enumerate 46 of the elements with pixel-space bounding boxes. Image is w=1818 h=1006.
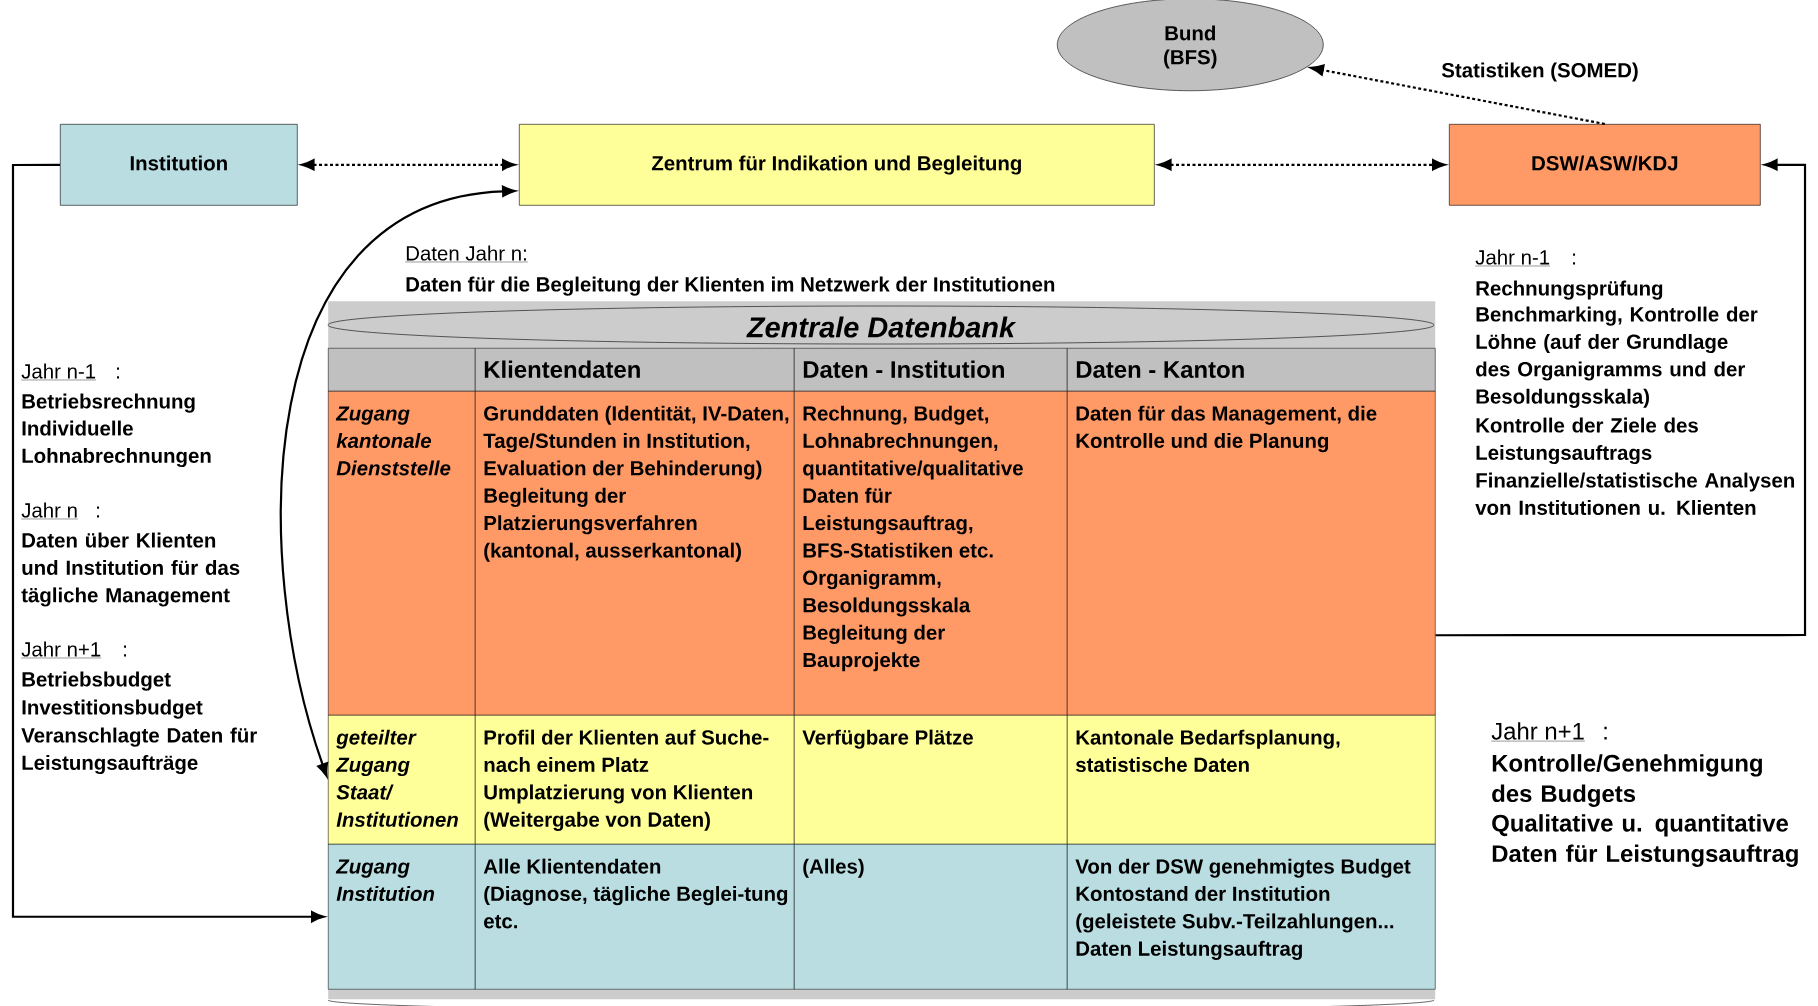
edge-label: Statistiken (SOMED) [1440, 61, 1640, 83]
colon: : [97, 506, 99, 518]
table-cell: Rechnung, Budget, Lohnabrechnungen, quantitative/qualitative Daten für Leistungsauftrag, BFS-Statistiken etc. Organigramm, Besoldungsskala Begleitung der Bauprojekte [794, 391, 1068, 716]
table-cell: Verfügbare Plätze [794, 715, 1068, 845]
year-heading: Jahr n+1 [21, 641, 102, 659]
note-text: Betriebsbudget [22, 671, 171, 691]
colon: : [1573, 253, 1576, 265]
year-heading: Jahr n [21, 502, 79, 520]
table-cell: Von der DSW genehmigtes Budget Kontostand der Institution (geleistete Subv.-Teilzahlungen... Daten Leistungsauftrag [1067, 844, 1436, 990]
entity-box: Zentrum für Indikation und Begleitung [519, 124, 1155, 206]
table-header-cell [328, 348, 476, 392]
entity-box: DSW/ASW/KDJ [1449, 124, 1761, 206]
table-cell: Zugang Institution [328, 844, 476, 990]
note-text: Rechnungsprüfung [1476, 280, 1663, 300]
entity-box: Institution [60, 124, 298, 206]
table-cell: (Alles) [794, 844, 1068, 990]
note-text: Daten über Klienten und Institution für das tägliche Management [21, 532, 240, 607]
table-cell: Kantonale Bedarfsplanung, statistische Daten [1067, 715, 1436, 845]
note-text: Kontrolle der Ziele des Leistungsauftrags [1476, 417, 1698, 465]
table-cell: Zugang kantonale Dienststelle [328, 391, 476, 716]
colon: : [1604, 726, 1607, 740]
note-text: Qualitative u. quantitative Daten für Leistungsauftrag [1492, 814, 1798, 867]
note-text: Veranschlagte Daten für Leistungsaufträge [21, 727, 257, 775]
colon: : [124, 645, 126, 657]
arrow [1157, 159, 1446, 171]
note-text: Individuelle Lohnabrechnungen [22, 420, 211, 468]
table-cell: Daten für das Management, die Kontrolle und die Planung [1067, 391, 1436, 716]
note-text: Benchmarking, Kontrolle der Löhne (auf der Grundlage des Organigramms und der Besoldungsskala) [1476, 306, 1758, 408]
arrow [300, 159, 516, 171]
year-heading: Jahr n-1 [21, 363, 97, 381]
arrow [279, 185, 516, 777]
year-heading: Daten Jahr n: [405, 245, 528, 263]
table-cell: geteilter Zugang Staat/ Institutionen [328, 715, 476, 845]
year-heading: Jahr n+1 [1491, 722, 1586, 742]
note-text: Investitionsbudget [22, 699, 203, 719]
note-text: Kontrolle/Genehmigung des Budgets [1492, 754, 1762, 807]
year-heading: Jahr n-1 [1475, 249, 1551, 267]
arrow [1435, 159, 1807, 637]
note-text: Finanzielle/statistische Analysen von Institutionen u. Klienten [1475, 472, 1794, 515]
table-header-cell: Daten - Institution [794, 348, 1068, 392]
note-text: Daten für die Begleitung der Klienten im Netzwerk der Institutionen [406, 276, 1055, 296]
note-text: Betriebsrechnung [22, 393, 195, 413]
arrow [1310, 64, 1606, 126]
table-header-cell: Daten - Kanton [1067, 348, 1436, 392]
colon: : [117, 367, 119, 379]
arrow [11, 163, 325, 923]
